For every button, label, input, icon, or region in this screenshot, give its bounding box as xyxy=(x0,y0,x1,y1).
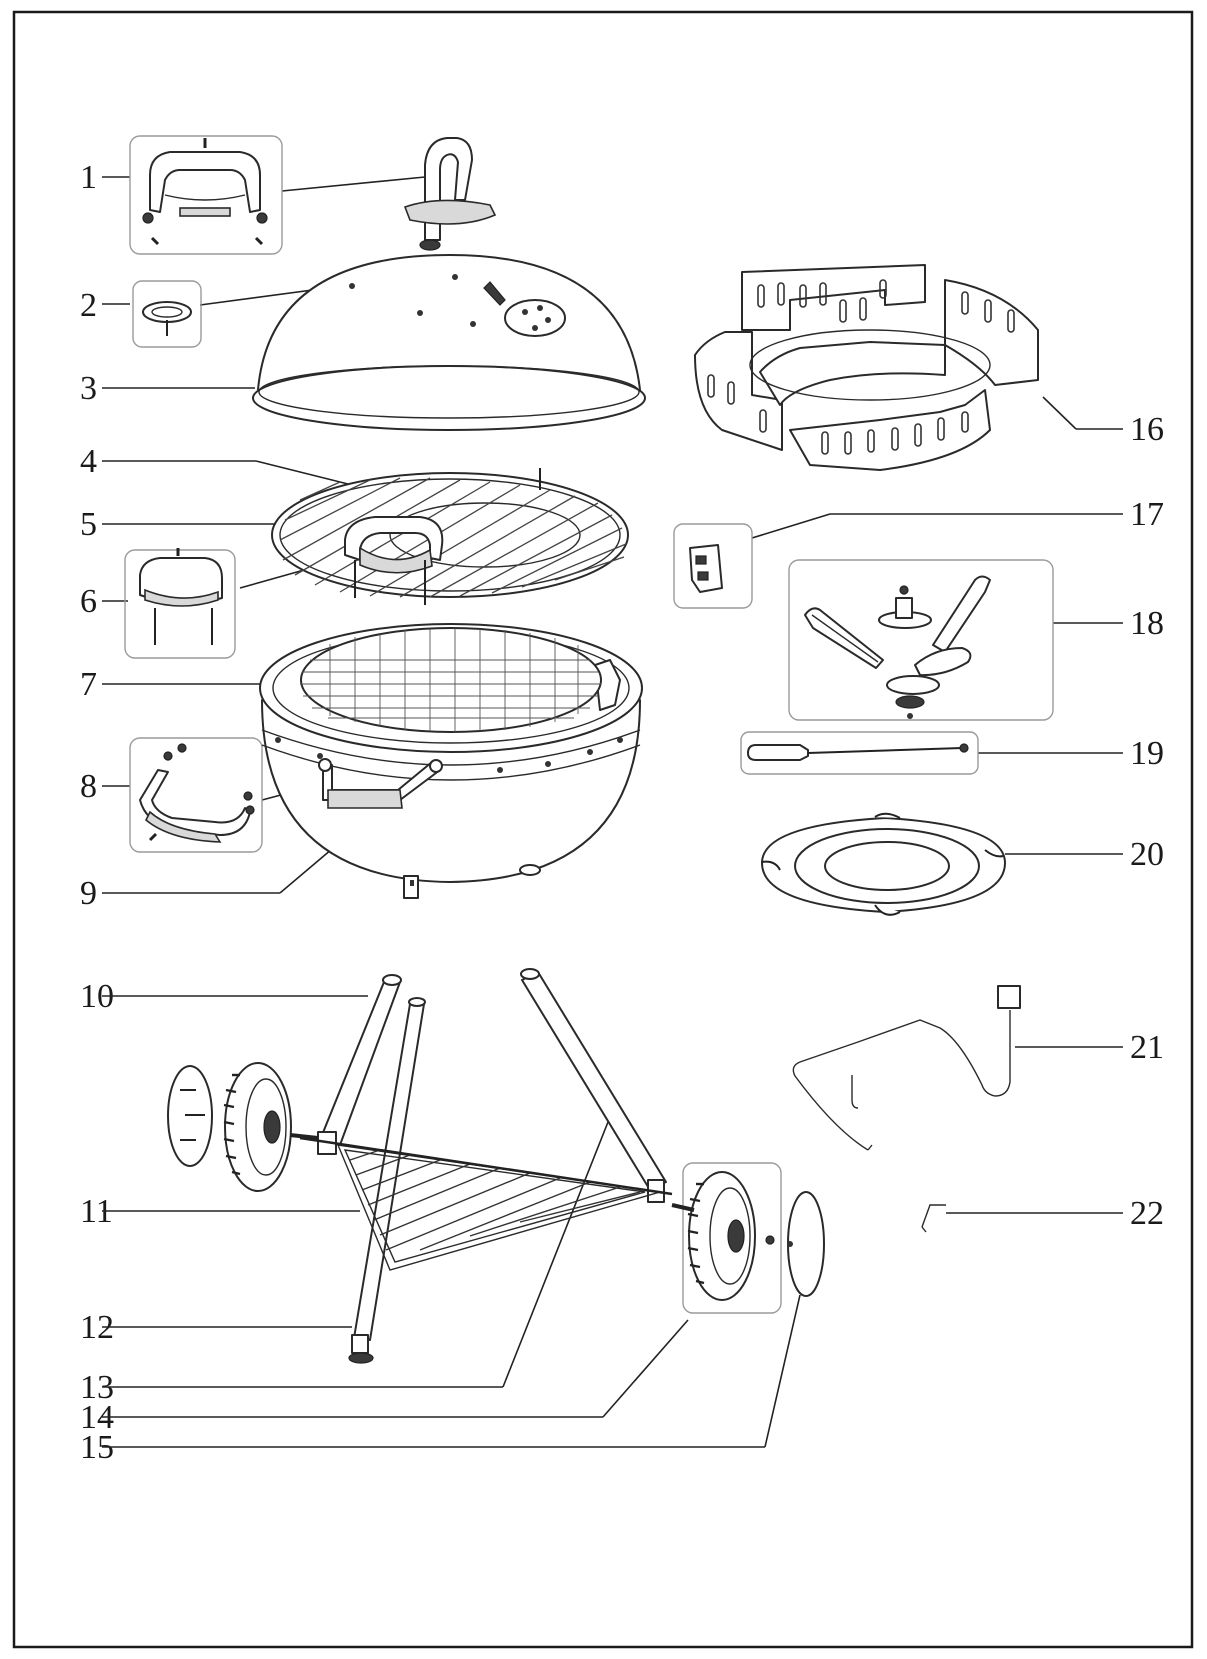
part-label-1: 1 xyxy=(80,159,97,196)
part-label-21: 21 xyxy=(1130,1029,1164,1066)
part-label-19: 19 xyxy=(1130,735,1164,772)
inset-box-19 xyxy=(740,731,979,775)
part-label-2: 2 xyxy=(80,287,97,324)
part-label-3: 3 xyxy=(80,370,97,407)
part-3-lid xyxy=(252,254,646,431)
inset-box-1 xyxy=(129,135,283,255)
part-20-ash-ring xyxy=(761,812,1006,916)
part-10-leg-front xyxy=(317,974,402,1155)
part-label-9: 9 xyxy=(80,875,97,912)
part-8-bowl-handle xyxy=(139,743,255,843)
inset-box-14 xyxy=(682,1162,782,1314)
part-label-16: 16 xyxy=(1130,411,1164,448)
part-label-6: 6 xyxy=(80,583,97,620)
inset-boxes xyxy=(124,135,1054,1314)
inset-box-6 xyxy=(124,549,236,659)
part-11-bottom-rack xyxy=(299,1136,673,1271)
inset-box-8 xyxy=(129,737,263,853)
part-14-wheel-left xyxy=(223,1062,319,1192)
inset-box-18 xyxy=(788,559,1054,721)
part-labels: 1 2 3 4 5 6 7 8 9 10 11 12 13 14 15 16 1… xyxy=(80,159,1164,1466)
part-22-hook xyxy=(921,1204,946,1233)
inset-box-17 xyxy=(673,523,753,609)
part-label-22: 22 xyxy=(1130,1195,1164,1232)
part-14-wheel-right xyxy=(671,1171,775,1301)
part-4-cooking-grate xyxy=(271,468,629,598)
part-7-charcoal-grate xyxy=(300,627,602,733)
part-16-charcoal-dividers xyxy=(694,264,1039,471)
part-label-17: 17 xyxy=(1130,496,1164,533)
part-21-lid-holder xyxy=(792,985,1021,1151)
part-13-leg-back xyxy=(520,968,667,1203)
part-2-vent-cap xyxy=(142,301,192,336)
part-17-lid-hook xyxy=(689,544,723,593)
part-5-grate-handle xyxy=(344,516,444,605)
part-18-ash-sweep xyxy=(804,575,991,719)
part-label-4: 4 xyxy=(80,443,97,480)
part-1-lid-handle xyxy=(142,137,497,251)
part-19-poker-tool xyxy=(747,743,969,761)
part-6-grate-handle-detail xyxy=(139,548,223,645)
part-15-hubcap-right xyxy=(787,1191,825,1297)
inset-box-2 xyxy=(132,280,202,348)
part-label-8: 8 xyxy=(80,768,97,805)
part-label-20: 20 xyxy=(1130,836,1164,873)
page-frame xyxy=(12,10,1194,1649)
part-label-18: 18 xyxy=(1130,605,1164,642)
part-label-7: 7 xyxy=(80,666,97,703)
part-label-5: 5 xyxy=(80,506,97,543)
part-15-hubcap-left xyxy=(167,1065,213,1167)
